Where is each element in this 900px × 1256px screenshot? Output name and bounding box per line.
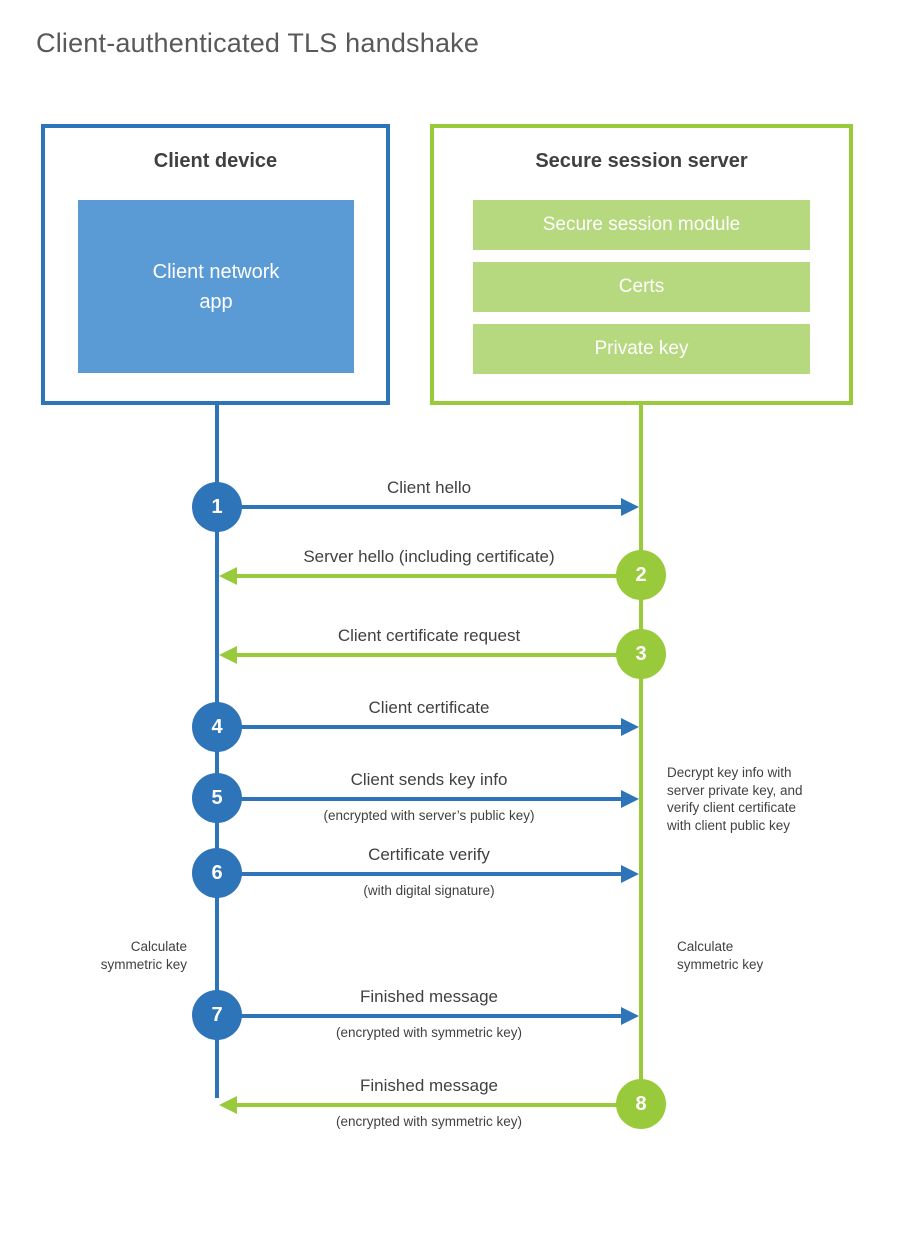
server-heading: Secure session server <box>535 150 748 172</box>
message-label-finished-server: Finished message <box>360 1076 498 1095</box>
step-circle-2: 2 <box>616 550 666 600</box>
arrow-shaft-finished-client <box>217 1014 621 1018</box>
arrowhead-right-icon <box>621 865 639 883</box>
arrow-shaft-finished-server <box>237 1103 641 1107</box>
message-label-finished-client: Finished message <box>360 987 498 1006</box>
step-circle-3: 3 <box>616 629 666 679</box>
note-decrypt-key-info: Decrypt key info with server private key… <box>667 765 803 833</box>
message-sublabel-cert-verify: (with digital signature) <box>363 883 495 898</box>
message-sublabel-finished-client: (encrypted with symmetric key) <box>335 1025 523 1040</box>
step-circle-5: 5 <box>192 773 242 823</box>
message-label-client-hello: Client hello <box>386 478 472 497</box>
arrowhead-right-icon <box>621 790 639 808</box>
step-circle-7: 7 <box>192 990 242 1040</box>
server-lifeline <box>639 405 643 1104</box>
arrowhead-right-icon <box>621 498 639 516</box>
arrow-shaft-key-info <box>217 797 621 801</box>
arrow-shaft-server-hello <box>237 574 641 578</box>
client-network-app-box: Client network app <box>78 200 354 373</box>
note-calculate-symmetric-key-server: Calculate symmetric key <box>677 939 764 972</box>
arrowhead-right-icon <box>621 1007 639 1025</box>
step-circle-6: 6 <box>192 848 242 898</box>
message-label-client-cert: Client certificate <box>368 698 490 717</box>
message-label-cert-verify: Certificate verify <box>368 845 490 864</box>
message-label-server-hello: Server hello (including certificate) <box>303 547 555 566</box>
arrowhead-left-icon <box>219 1096 237 1114</box>
page-title: Client-authenticated TLS handshake <box>36 28 480 58</box>
arrow-shaft-client-hello <box>217 505 621 509</box>
arrowhead-left-icon <box>219 567 237 585</box>
server-module-secure-session: Secure session module <box>473 200 810 250</box>
arrowhead-right-icon <box>621 718 639 736</box>
step-circle-8: 8 <box>616 1079 666 1129</box>
step-circle-1: 1 <box>192 482 242 532</box>
server-module-private-key: Private key <box>473 324 810 374</box>
arrow-shaft-cert-request <box>237 653 641 657</box>
note-calculate-symmetric-key-client: Calculate symmetric key <box>100 939 187 972</box>
message-label-cert-request: Client certificate request <box>337 626 521 645</box>
message-sublabel-finished-server: (encrypted with symmetric key) <box>335 1114 523 1129</box>
arrowhead-left-icon <box>219 646 237 664</box>
step-circle-4: 4 <box>192 702 242 752</box>
message-sublabel-key-info: (encrypted with server’s public key) <box>323 808 535 823</box>
arrow-shaft-client-cert <box>217 725 621 729</box>
server-module-certs: Certs <box>473 262 810 312</box>
arrow-shaft-cert-verify <box>217 872 621 876</box>
client-device-heading: Client device <box>153 150 278 172</box>
message-label-key-info: Client sends key info <box>350 770 508 789</box>
